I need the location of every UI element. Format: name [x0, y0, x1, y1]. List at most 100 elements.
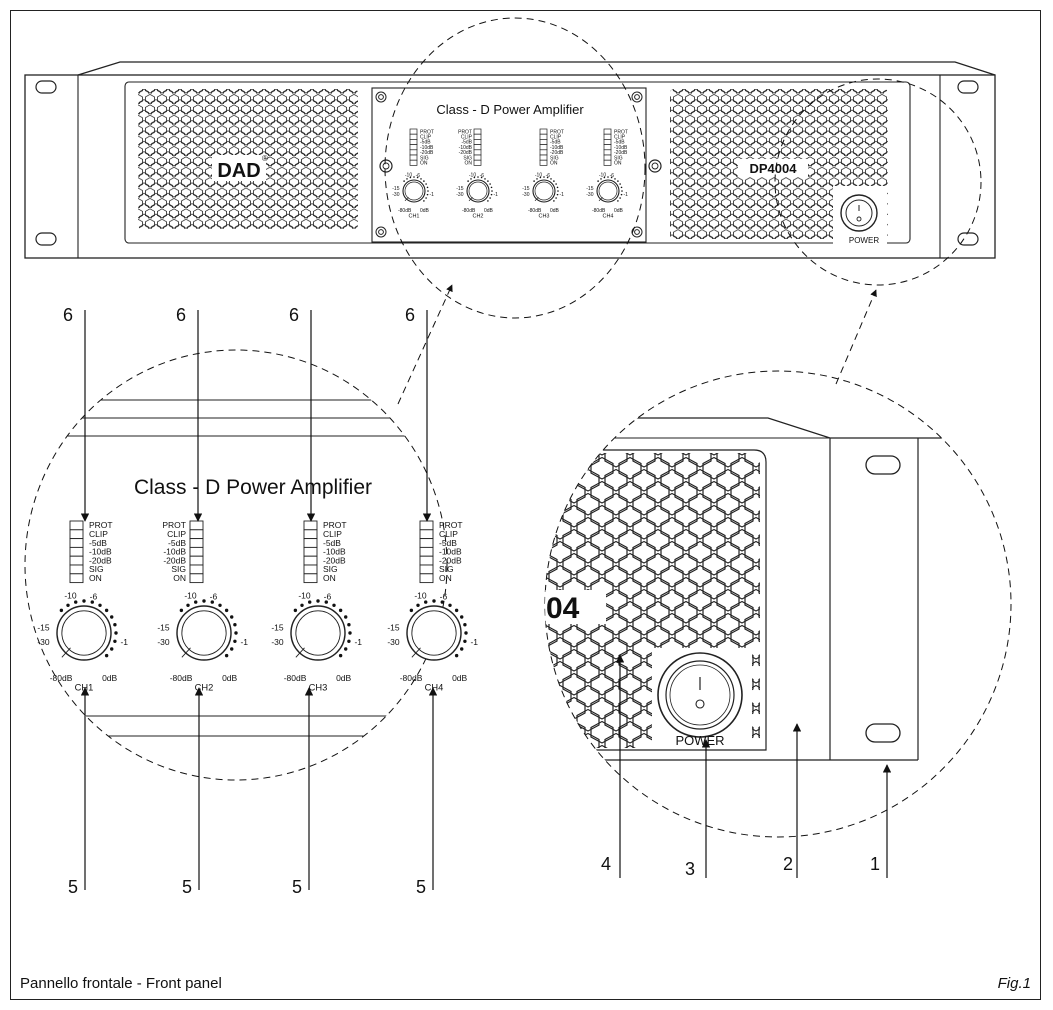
- brand-registered-mark: ®: [262, 154, 268, 163]
- callout-number: 6: [289, 305, 299, 325]
- channel-strip: PROTCLIP-5dB-10dB-20dBSIGON-10-6-15-30-1…: [271, 520, 362, 692]
- zoom-link-power: [835, 289, 877, 385]
- meter-led-icon: [189, 573, 204, 584]
- detail-bezel: [545, 449, 767, 751]
- channel-strip: PROTCLIP-5dB-10dB-20dBSIGON-10-6-15-30-1…: [387, 520, 478, 692]
- meter-label: ON: [420, 160, 428, 166]
- channel-strip: PROTCLIP-5dB-10dB-20dBSIGON-10-6-15-30-1…: [37, 520, 128, 692]
- meter-led-icon: [409, 154, 418, 161]
- channel-label: CH4: [602, 214, 613, 220]
- knob-scale-label: -80dB: [528, 208, 542, 214]
- knob-scale-label: -15: [271, 622, 284, 632]
- meter-led-icon: [189, 520, 204, 531]
- meter-label: -20dB: [614, 150, 628, 156]
- meter-led-icon: [303, 555, 318, 566]
- screw-icon: [379, 159, 393, 173]
- knob-scale-label: 0dB: [452, 673, 467, 683]
- meter-label: PROT: [439, 520, 463, 530]
- knob-scale-label: -6: [416, 173, 421, 179]
- meter-led-icon: [473, 159, 482, 166]
- knob-scale-label: -10: [535, 173, 542, 179]
- channel-label: CH2: [195, 682, 214, 692]
- meter-led-icon: [303, 546, 318, 557]
- meter-led-icon: [303, 520, 318, 531]
- callout-number: 6: [405, 305, 415, 325]
- meter-label: CLIP: [614, 134, 626, 140]
- meter-label: CLIP: [89, 529, 108, 539]
- meter-label: ON: [323, 573, 336, 583]
- callout-number: 6: [63, 305, 73, 325]
- knob-scale-label: -80dB: [398, 208, 412, 214]
- zoom-circle-power: [774, 78, 982, 286]
- meter-led-icon: [419, 564, 434, 575]
- channel-strip: PROTCLIP-5dB-10dB-20dBSIGON-10-6-15-30-1…: [456, 128, 498, 220]
- knob-scale-label: 0dB: [420, 208, 430, 214]
- meter-label: ON: [550, 160, 558, 166]
- meter-label: PROT: [89, 520, 113, 530]
- meter-label: PROT: [323, 520, 347, 530]
- model-label: DP4004: [750, 161, 798, 176]
- meter-led-icon: [539, 128, 548, 135]
- meter-label: PROT: [614, 129, 628, 135]
- gain-knob-icon: [290, 605, 346, 661]
- meter-led-icon: [603, 139, 612, 145]
- meter-led-icon: [409, 133, 418, 140]
- gain-knob-icon: [176, 605, 232, 661]
- meter-led-icon: [303, 564, 318, 575]
- meter-led-icon: [189, 546, 204, 557]
- meter-led-icon: [603, 144, 612, 151]
- meter-led-icon: [69, 546, 84, 557]
- power-switch-small: [840, 194, 878, 232]
- meter-led-icon: [409, 159, 418, 166]
- gain-knob-icon: [402, 179, 426, 203]
- meter-label: -10dB: [459, 145, 473, 151]
- channel-label: CH2: [472, 214, 483, 220]
- meter-label: -10dB: [550, 145, 564, 151]
- meter-label: -10dB: [163, 547, 186, 557]
- zoom-link-controls: [397, 284, 453, 405]
- inner-bezel: [124, 81, 911, 244]
- knob-scale-label: -30: [387, 637, 400, 647]
- meter-led-icon: [409, 128, 418, 135]
- meter-led-icon: [419, 529, 434, 540]
- channel-strip: PROTCLIP-5dB-10dB-20dBSIGON-10-6-15-30-1…: [392, 128, 435, 220]
- callout-number: 6: [176, 305, 186, 325]
- callout-number: 5: [416, 877, 426, 897]
- knob-scale-label: -10: [405, 173, 412, 179]
- knob-scale-label: -80dB: [462, 208, 476, 214]
- callout-number: 5: [292, 877, 302, 897]
- knob-scale-label: -6: [546, 173, 551, 179]
- meter-led-icon: [539, 139, 548, 145]
- meter-led-icon: [419, 546, 434, 557]
- gain-knob-icon: [596, 179, 620, 203]
- knob-scale-label: -10: [414, 591, 427, 601]
- channel-strip: PROTCLIP-5dB-10dB-20dBSIGON-10-6-15-30-1…: [522, 128, 564, 220]
- screw-icon: [631, 226, 643, 238]
- meter-led-icon: [539, 159, 548, 166]
- meter-led-icon: [419, 520, 434, 531]
- front-plate: [24, 74, 996, 259]
- meter-label: ON: [465, 160, 473, 166]
- meter-label: -5dB: [420, 140, 431, 146]
- meter-label: -20dB: [550, 150, 564, 156]
- meter-label: -20dB: [163, 555, 186, 565]
- callout-number: 1: [870, 854, 880, 874]
- power-label-small: POWER: [849, 236, 879, 245]
- meter-led-icon: [539, 144, 548, 151]
- knob-scale-label: -30: [586, 192, 593, 198]
- meter-label: -5dB: [461, 140, 472, 146]
- meter-led-icon: [69, 538, 84, 548]
- screw-icon: [375, 226, 387, 238]
- knob-scale-label: -1: [430, 192, 435, 198]
- meter-label: -20dB: [439, 555, 462, 565]
- meter-led-icon: [409, 144, 418, 151]
- zoom-circle-controls: [384, 17, 646, 319]
- meter-led-icon: [419, 538, 434, 548]
- meter-label: PROT: [162, 520, 186, 530]
- meter-label: -10dB: [420, 145, 434, 151]
- meter-led-icon: [69, 573, 84, 584]
- meter-led-icon: [303, 529, 318, 540]
- knob-scale-label: 0dB: [550, 208, 560, 214]
- meter-led-icon: [303, 538, 318, 548]
